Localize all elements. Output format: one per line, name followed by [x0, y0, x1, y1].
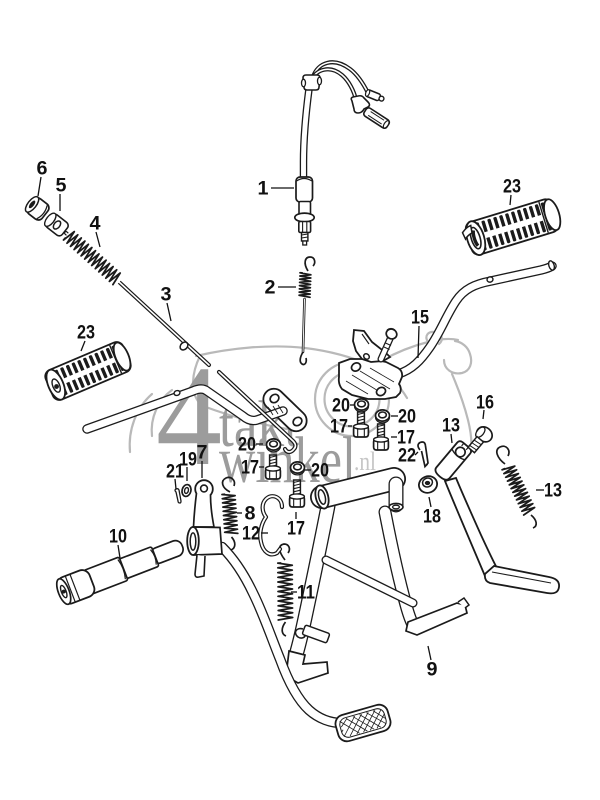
svg-text:4: 4	[156, 337, 222, 496]
svg-text:9: 9	[427, 660, 438, 681]
svg-text:20: 20	[398, 407, 416, 428]
svg-text:20: 20	[311, 461, 329, 482]
svg-text:13: 13	[442, 416, 460, 437]
svg-text:23: 23	[503, 177, 521, 198]
svg-text:8: 8	[245, 504, 256, 525]
svg-text:17: 17	[397, 428, 415, 449]
svg-text:18: 18	[423, 507, 441, 528]
svg-text:23: 23	[77, 323, 95, 344]
svg-text:17: 17	[287, 519, 305, 540]
svg-text:11: 11	[297, 583, 315, 604]
svg-text:19: 19	[179, 450, 197, 471]
svg-text:6: 6	[37, 159, 48, 180]
svg-text:22: 22	[398, 446, 416, 467]
svg-text:.nl: .nl	[354, 447, 376, 476]
svg-text:13: 13	[544, 481, 562, 502]
svg-text:10: 10	[109, 527, 127, 548]
svg-text:3: 3	[161, 285, 172, 306]
svg-text:20: 20	[332, 396, 350, 417]
svg-text:17: 17	[330, 417, 348, 438]
svg-text:20: 20	[238, 435, 256, 456]
svg-text:15: 15	[411, 308, 429, 329]
svg-text:21: 21	[166, 462, 184, 483]
svg-text:5: 5	[56, 176, 67, 197]
svg-text:12: 12	[242, 524, 260, 545]
svg-text:16: 16	[476, 393, 494, 414]
svg-text:2: 2	[265, 278, 276, 299]
svg-text:1: 1	[258, 179, 269, 200]
svg-text:4: 4	[90, 214, 101, 235]
svg-text:7: 7	[197, 443, 208, 464]
svg-text:17: 17	[241, 458, 259, 479]
